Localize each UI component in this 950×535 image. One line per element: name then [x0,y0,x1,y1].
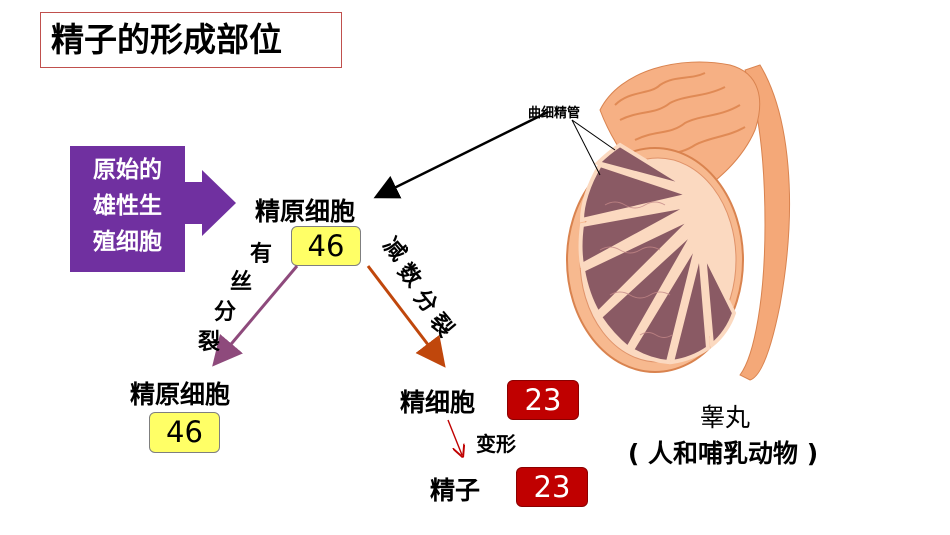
origin-cell-box [70,146,185,272]
tubule-pointer-arrow [373,110,549,199]
mitosis-char-2: 丝 [229,270,252,295]
meiosis-arrow [366,265,446,368]
mitosis-char-3: 分 [213,300,236,325]
top-cell-label: 精原细胞 [255,197,356,226]
left-cell-count: 46 [149,412,220,453]
left-cell-label: 精原细胞 [130,380,231,409]
spermatid-label: 精细胞 [400,388,476,417]
page-title: 精子的形成部位 [40,12,342,68]
organ-name: 睾丸 [699,403,750,432]
sperm-count: 23 [516,467,588,507]
mitosis-char-1: 有 [249,242,272,267]
sperm-label: 精子 [430,476,481,505]
origin-arrow [180,170,236,236]
testis-illustration [566,61,790,381]
organ-note: ( 人和哺乳动物 ) [627,439,819,468]
transform-arrow [447,419,462,455]
origin-cell-label: 原始的 雄性生 殖细胞 [93,157,162,255]
tubule-label: 曲细精管 [528,106,581,121]
top-cell-count: 46 [291,226,361,266]
spermatid-count: 23 [507,380,579,420]
mitosis-char-4: 裂 [197,330,220,355]
transform-label: 变形 [476,432,516,456]
mitosis-arrow [212,265,299,367]
